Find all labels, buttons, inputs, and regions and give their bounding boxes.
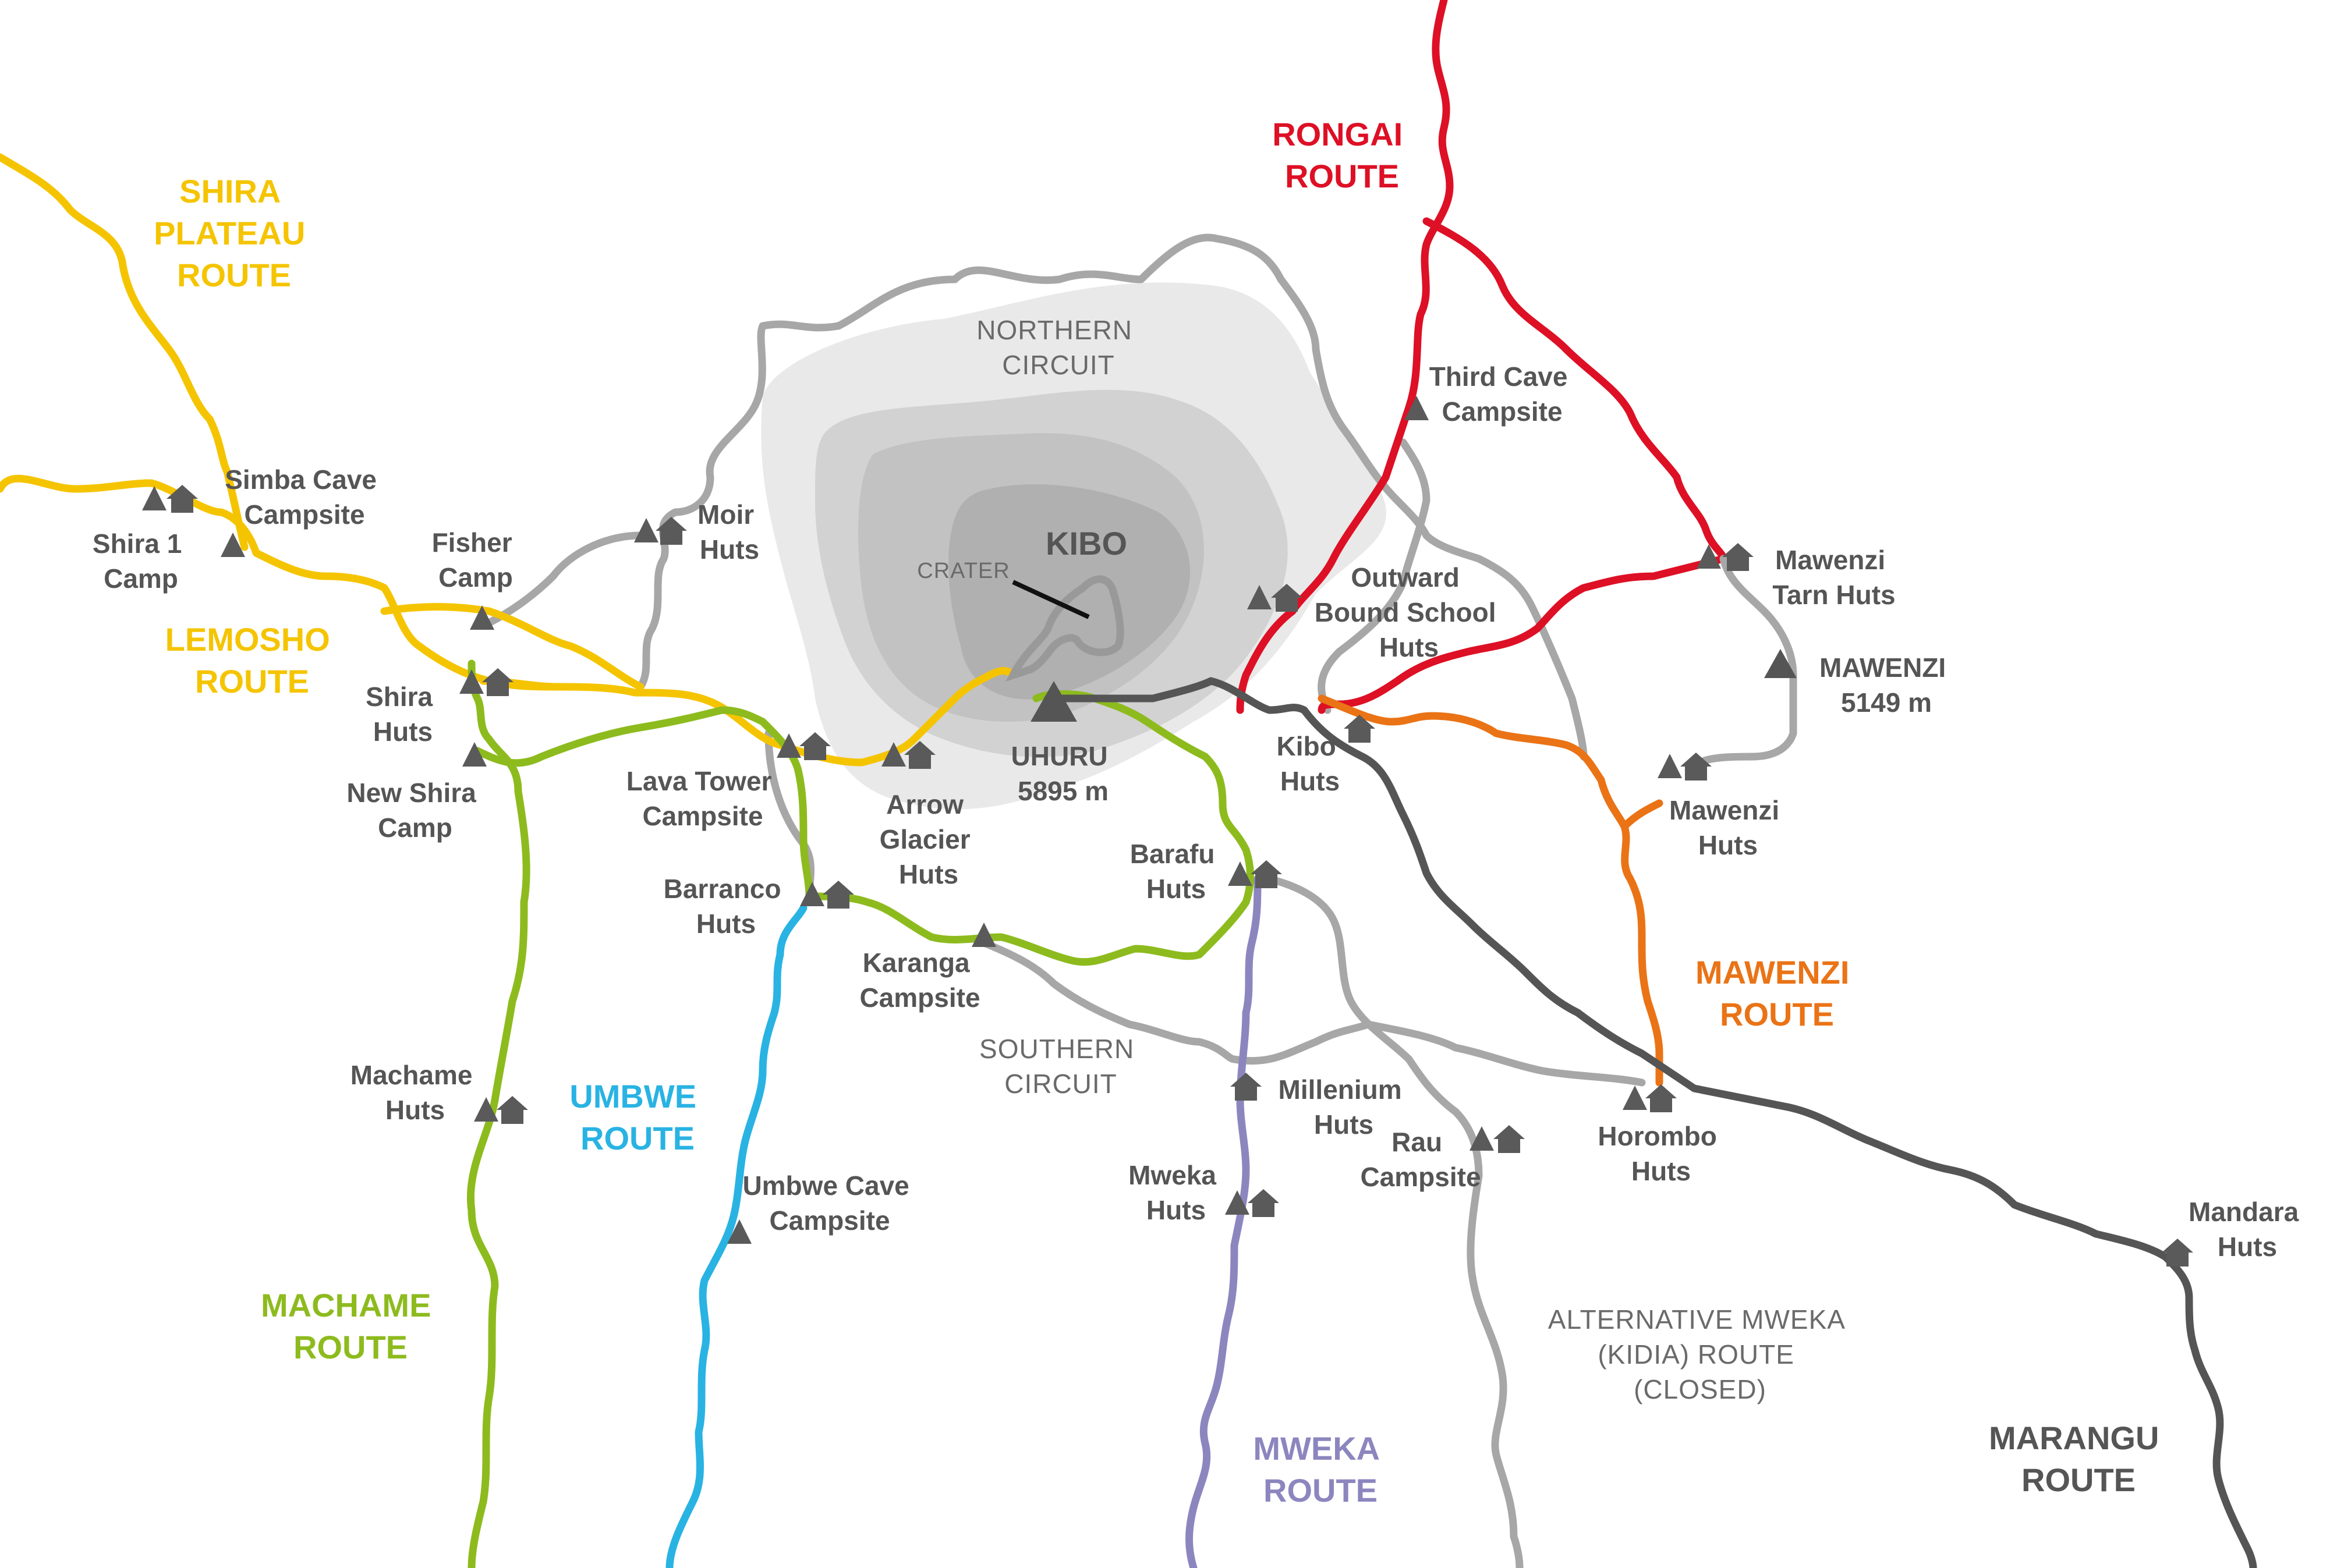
mawenzi-huts-tent-icon — [1658, 754, 1682, 778]
peak-labels: UHURU 5895 m MAWENZI 5149 m — [1011, 652, 1953, 806]
machame-route-lines — [466, 659, 1254, 1568]
marangu-route-label: MARANGU ROUTE — [1989, 1420, 2168, 1498]
arrow-glacier-label: Arrow Glacier Huts — [880, 789, 978, 889]
mweka-route — [1185, 875, 1262, 1568]
barafu-hut-icon — [1251, 860, 1282, 888]
barranco-hut-icon — [823, 881, 854, 909]
barranco-label: Barranco Huts — [664, 874, 789, 939]
marangu-route — [1044, 677, 2257, 1568]
massif-summit — [948, 484, 1190, 700]
mawenzi-tarn-label: Mawenzi Tarn Huts — [1772, 545, 1895, 610]
shira-plateau-route — [0, 153, 249, 551]
barafu-label: Barafu Huts — [1130, 839, 1223, 904]
rau-hut-icon — [1493, 1125, 1525, 1153]
horombo-label: Horombo Huts — [1598, 1121, 1724, 1186]
mawenzi-peak-icon — [1764, 649, 1797, 678]
tarn-to-kibo-huts — [1318, 555, 1727, 714]
mawenzi-peak-label: MAWENZI 5149 m — [1819, 652, 1953, 718]
moir-hut-icon — [656, 517, 687, 545]
new-shira-label: New Shira Camp — [346, 778, 483, 843]
moir-label: Moir Huts — [697, 499, 762, 565]
mweka-huts-label: Mweka Huts — [1128, 1160, 1224, 1225]
shira-route-label: SHIRA PLATEAU ROUTE — [154, 173, 314, 293]
machame-route — [466, 659, 530, 1568]
simba-cave-label: Simba Cave Campsite — [225, 464, 384, 530]
southern-circuit-route — [980, 939, 1646, 1087]
mawenzi-route-label: MAWENZI ROUTE — [1695, 954, 1858, 1033]
horombo-tent-icon — [1623, 1085, 1647, 1110]
place-labels: Shira 1 Camp Simba Cave Campsite Fisher … — [93, 361, 2306, 1262]
route-labels: SHIRA PLATEAU ROUTE LEMOSHO ROUTE MACHAM… — [154, 116, 2168, 1509]
southern-circuit-label: SOUTHERN CIRCUIT — [979, 1034, 1142, 1099]
horombo-hut-icon — [1645, 1084, 1677, 1112]
karanga-label: Karanga Campsite — [859, 948, 980, 1013]
crater — [1005, 575, 1124, 682]
kibo-label: KIBO — [1046, 525, 1127, 562]
lemosho-fisher-link — [380, 603, 645, 691]
kibo-huts-label: Kibo Huts — [1277, 731, 1344, 796]
shira-huts-label: Shira Huts — [366, 682, 440, 747]
millenium-label: Millenium Huts — [1279, 1074, 1410, 1140]
alt-mweka-route-label: ALTERNATIVE MWEKA (KIDIA) ROUTE (CLOSED) — [1548, 1304, 1852, 1404]
machame-huts-label: Machame Huts — [350, 1060, 480, 1125]
lava-tower-hut-icon — [799, 732, 831, 760]
area-labels: NORTHERN CIRCUIT SOUTHERN CIRCUIT ALTERN… — [917, 315, 1852, 1404]
southern-traverse — [805, 690, 1254, 966]
umbwe-route — [665, 904, 808, 1568]
camp-icons — [142, 396, 2193, 1267]
barafu-to-southern-circuit — [1265, 875, 1524, 1568]
mweka-route-label: MWEKA ROUTE — [1253, 1430, 1387, 1509]
crater-rim — [1005, 575, 1124, 682]
kibo-massif — [761, 282, 1386, 810]
moir-tent-icon — [634, 518, 658, 542]
northern-circuit-route — [636, 233, 1588, 761]
lava-tower-label: Lava Tower Campsite — [626, 766, 779, 831]
mandara-hut-icon — [2162, 1239, 2193, 1267]
mawenzi-huts-loop — [1696, 555, 1797, 767]
rongai-to-tarn — [1422, 217, 1727, 563]
third-cave-label: Third Cave Campsite — [1429, 361, 1575, 427]
moir-to-fisher — [485, 531, 645, 627]
machame-shira-to-lava — [473, 706, 813, 900]
shira1-label: Shira 1 Camp — [93, 528, 189, 594]
outward-bound-label: Outward Bound School Huts — [1315, 562, 1504, 662]
crater-label: CRATER — [917, 559, 1010, 583]
northern-circuit-label: NORTHERN CIRCUIT — [976, 315, 1141, 380]
circuit-routes — [485, 233, 1646, 1568]
tarn-hut-icon — [1722, 543, 1754, 571]
mweka-hut-icon — [1248, 1189, 1279, 1217]
millenium-hut-icon — [1230, 1073, 1262, 1101]
shira-hut-icon — [482, 668, 514, 696]
rau-label: Rau Campsite — [1360, 1127, 1481, 1192]
machame-hut-icon — [497, 1096, 528, 1124]
uhuru-label: UHURU 5895 m — [1011, 741, 1116, 806]
umbwe-route-label: UMBWE ROUTE — [569, 1078, 705, 1157]
uhuru-peak-icon — [1031, 681, 1077, 722]
crater-line — [1012, 580, 1090, 619]
mandara-label: Mandara Huts — [2189, 1197, 2306, 1262]
mawenzi-huts-label: Mawenzi Huts — [1669, 795, 1787, 860]
lemosho-route-label: LEMOSHO ROUTE — [165, 621, 339, 700]
machame-route-label: MACHAME ROUTE — [261, 1287, 440, 1365]
rongai-route-label: RONGAI ROUTE — [1272, 116, 1412, 194]
mawenzi-route — [1318, 694, 1663, 1087]
fisher-label: Fisher Camp — [432, 527, 520, 593]
umbwe-cave-label: Umbwe Cave Campsite — [742, 1170, 916, 1236]
northern-circuit-branch — [1318, 438, 1430, 714]
